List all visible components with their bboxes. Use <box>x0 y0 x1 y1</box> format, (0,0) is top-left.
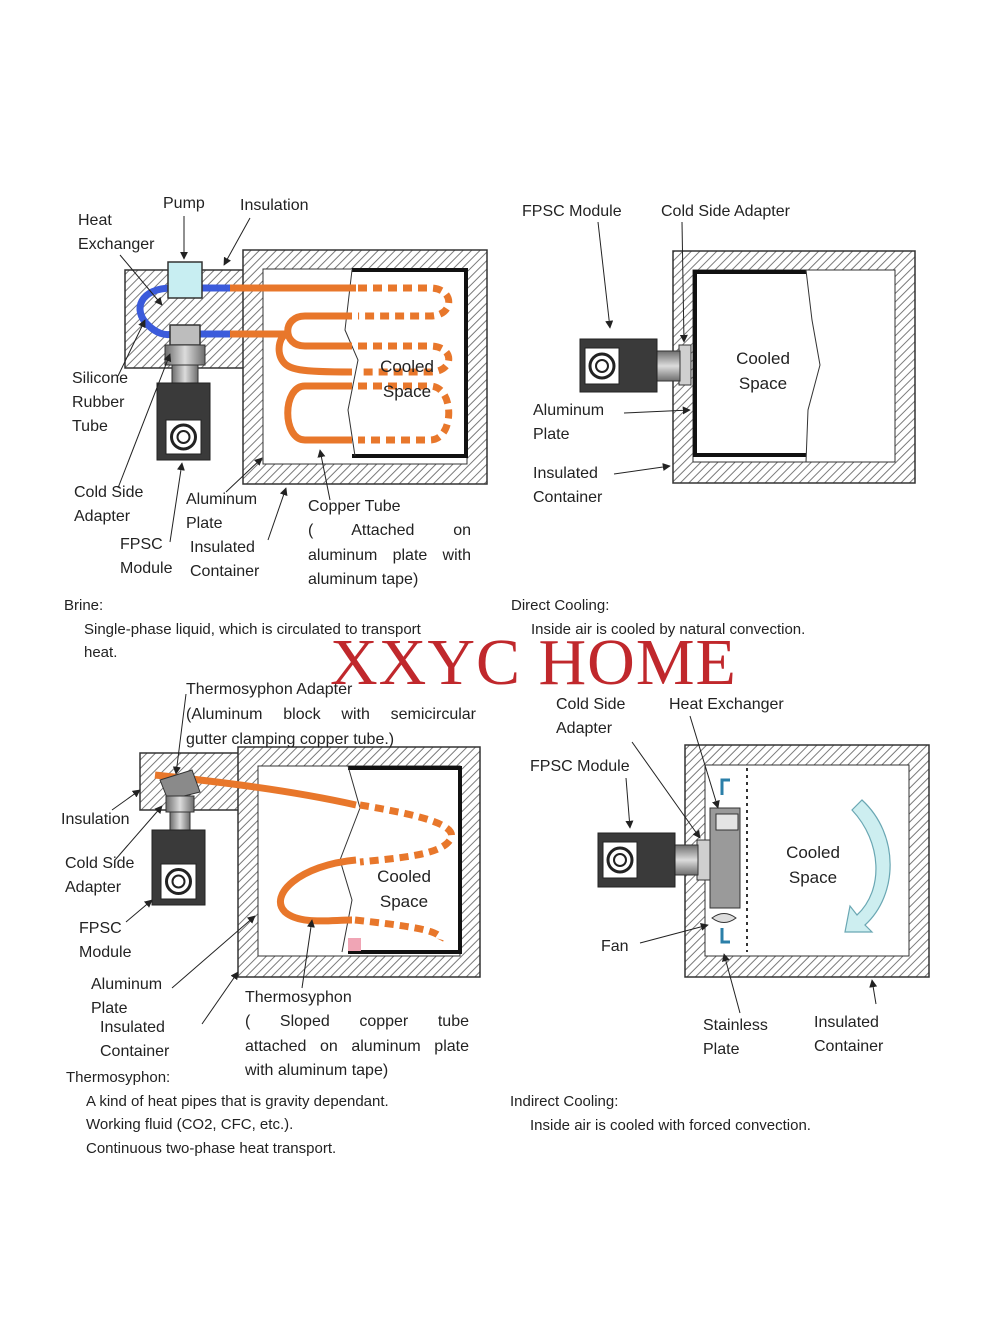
cold-side-adapter <box>678 344 692 386</box>
cold-side-adapter <box>165 795 195 813</box>
thermosyphon-diagram <box>111 693 481 1025</box>
adapter-neck <box>169 811 191 833</box>
caption-line: Working fluid (CO2, CFC, etc.). <box>86 1116 294 1133</box>
label-insulated-container: Insulated Container <box>190 539 260 580</box>
label-stainless-plate: Stainless Plate <box>703 1017 768 1058</box>
airflow-arrow-bottom <box>720 928 730 944</box>
label-pump: Pump <box>163 195 205 212</box>
plate-break-line <box>344 269 359 457</box>
caption-title: Brine: <box>64 597 104 614</box>
label-thermosyphon-adapter: Thermosyphon Adapter <box>186 681 353 698</box>
watermark: XXYC HOME <box>330 626 737 699</box>
copper-tube-3 <box>284 312 352 350</box>
caption-title: Indirect Cooling: <box>510 1093 619 1110</box>
airflow-arrow-up <box>720 778 730 795</box>
caption-title: Thermosyphon: <box>66 1069 171 1086</box>
copper-tube-dashed <box>358 284 453 320</box>
caption-line: Inside air is cooled with forced convect… <box>530 1116 811 1134</box>
thermosyphon-tube-2 <box>276 856 357 925</box>
caption-direct-cooling: Direct Cooling: Inside air is cooled by … <box>511 594 805 641</box>
aluminum-plate <box>693 270 806 457</box>
label-aluminum-plate: Aluminum Plate <box>186 491 258 532</box>
caption-thermosyphon: Thermosyphon: A kind of heat pipes that … <box>66 1066 389 1160</box>
adapter-neck <box>171 364 199 386</box>
label-cooled-space: Cooled Space <box>380 357 434 401</box>
label-insulated-container: Insulated Container <box>814 1014 884 1055</box>
label-copper-tube: Copper Tube <box>308 498 401 515</box>
label-fpsc-module: FPSC Module <box>522 203 622 220</box>
pump <box>167 261 203 299</box>
caption-indirect-cooling: Indirect Cooling: Inside air is cooled w… <box>510 1090 811 1137</box>
caption-title: Direct Cooling: <box>511 597 610 614</box>
module-port-inner <box>176 430 191 444</box>
label-fpsc-module: FPSC Module <box>530 758 630 775</box>
label-insulation: Insulation <box>61 811 130 828</box>
copper-tube-dashed-3 <box>358 382 453 444</box>
caption-brine: Brine: Single-phase liquid, which is cir… <box>64 594 421 665</box>
caption-line: A kind of heat pipes that is gravity dep… <box>86 1092 389 1110</box>
label-heat-exchanger: Heat Exchanger <box>669 696 784 713</box>
label-fpsc-module: FPSC Module <box>79 920 132 961</box>
thermosyphon-tube-dashed-2 <box>354 916 444 942</box>
module-neck <box>655 350 681 382</box>
caption-line: heat. <box>84 644 118 661</box>
plate-break-line <box>805 269 821 463</box>
cold-side-adapter <box>696 839 711 881</box>
label-insulation: Insulation <box>240 197 309 214</box>
copper-tube-2 <box>230 330 353 376</box>
label-copper-tube-description: ( Attached on aluminum plate with alumin… <box>308 522 471 588</box>
label-cooled-space: Cooled Space <box>786 843 840 887</box>
label-fan: Fan <box>601 938 629 955</box>
copper-tube-4 <box>284 382 352 444</box>
label-insulated-container: Insulated Container <box>533 465 603 506</box>
label-heat-exchanger: Heat Exchanger <box>78 212 155 253</box>
heat-exchanger <box>169 324 201 346</box>
module-port-inner <box>171 874 186 889</box>
label-aluminum-plate: Aluminum Plate <box>533 402 605 443</box>
thermosyphon-tube-dashed <box>359 801 455 866</box>
convection-arrow-icon <box>844 799 891 933</box>
indirect-cooling-diagram <box>597 715 930 1014</box>
label-fpsc-module: FPSC Module <box>120 536 173 577</box>
label-thermosyphon-adapter-description: (Aluminum block with semicircular gutter… <box>186 706 476 748</box>
label-silicone-tube: Silicone Rubber Tube <box>72 370 129 435</box>
label-cold-side-adapter: Cold Side Adapter <box>65 855 135 896</box>
fan-icon <box>711 913 737 923</box>
cooled-space-area <box>692 269 896 463</box>
caption-line: Continuous two-phase heat transport. <box>86 1139 337 1157</box>
cold-side-adapter <box>164 344 206 366</box>
caption-line: Single-phase liquid, which is circulated… <box>84 620 421 638</box>
copper-tube-dashed-2 <box>358 342 453 376</box>
marker-square <box>348 938 361 951</box>
module-neck <box>673 844 699 876</box>
module-port-inner <box>595 359 609 373</box>
caption-line: Inside air is cooled by natural convecti… <box>531 620 806 638</box>
label-cold-side-adapter: Cold Side Adapter <box>556 696 626 737</box>
thermosyphon-adapter <box>159 769 201 801</box>
label-aluminum-plate: Aluminum Plate <box>91 976 163 1017</box>
label-thermosyphon: Thermosyphon <box>245 989 352 1006</box>
aluminum-plate <box>348 766 462 954</box>
direct-cooling-diagram <box>579 221 916 484</box>
aluminum-plate <box>352 268 468 458</box>
heat-exchanger-fins <box>715 813 739 831</box>
cooled-space-area <box>257 765 461 957</box>
label-cooled-space: Cooled Space <box>377 867 431 911</box>
brine-diagram <box>117 216 488 543</box>
module-port-inner <box>613 853 627 867</box>
label-thermosyphon-description: ( Sloped copper tube attached on aluminu… <box>245 1013 469 1079</box>
label-insulated-container: Insulated Container <box>100 1019 170 1060</box>
label-cold-side-adapter: Cold Side Adapter <box>661 203 790 220</box>
label-cold-side-adapter: Cold Side Adapter <box>74 484 144 525</box>
label-cooled-space: Cooled Space <box>736 349 790 393</box>
